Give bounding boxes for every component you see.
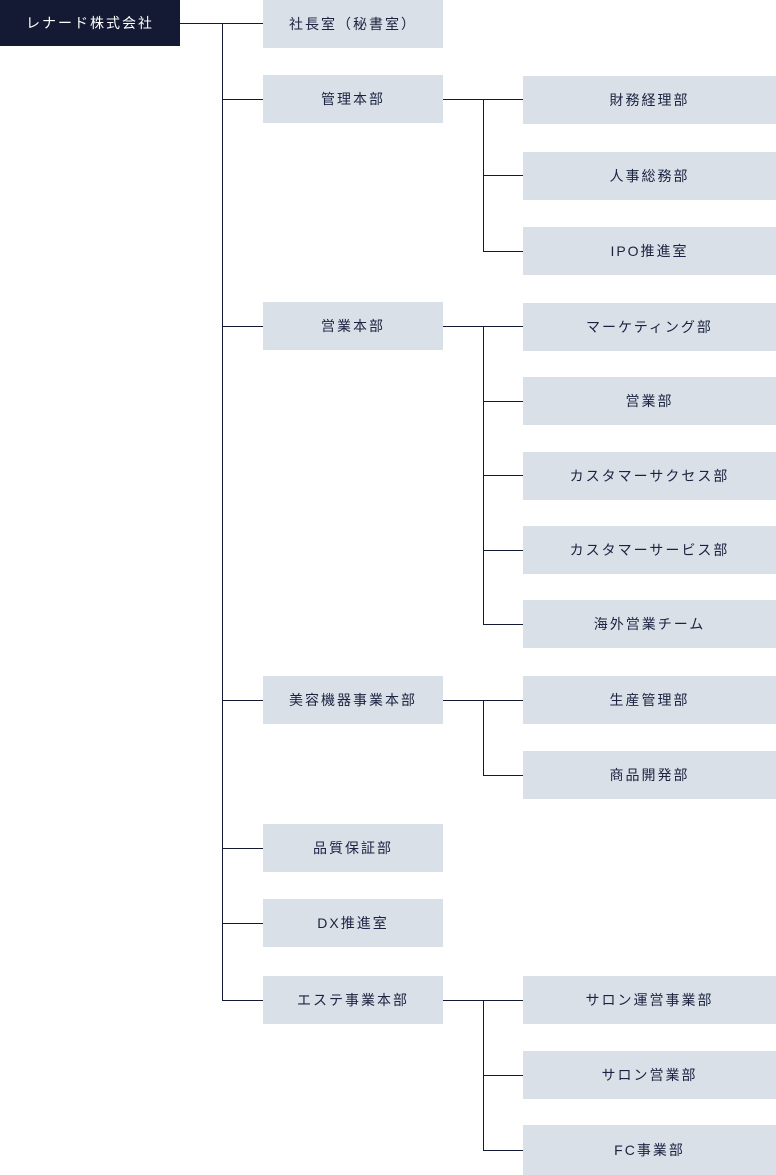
connector-in-c3 [483, 251, 523, 252]
connector-in-c6 [483, 475, 523, 476]
connector-branch-n4 [483, 700, 484, 775]
node-root-company[interactable]: レナード株式会社 [0, 0, 180, 46]
connector-in-c4 [483, 326, 523, 327]
connector-stub-n3 [222, 326, 263, 327]
node-admin-hq[interactable]: 管理本部 [263, 75, 443, 123]
connector-stub-n6 [222, 923, 263, 924]
connector-in-c7 [483, 550, 523, 551]
node-esthe-hq[interactable]: エステ事業本部 [263, 976, 443, 1024]
node-production-management[interactable]: 生産管理部 [523, 676, 776, 724]
node-quality-assurance[interactable]: 品質保証部 [263, 824, 443, 872]
connector-stub-n7 [222, 1000, 263, 1001]
connector-in-c12 [483, 1075, 523, 1076]
node-sales-hq[interactable]: 営業本部 [263, 302, 443, 350]
connector-root-horizontal [180, 23, 263, 24]
node-customer-success[interactable]: カスタマーサクセス部 [523, 452, 776, 500]
node-dx-promotion[interactable]: DX推進室 [263, 899, 443, 947]
connector-in-c11 [483, 1000, 523, 1001]
node-customer-service[interactable]: カスタマーサービス部 [523, 526, 776, 574]
node-fc-business[interactable]: FC事業部 [523, 1125, 776, 1175]
connector-trunk-vertical [222, 23, 223, 1000]
connector-in-c8 [483, 624, 523, 625]
connector-out-n7 [443, 1000, 483, 1001]
connector-in-c10 [483, 775, 523, 776]
connector-out-n4 [443, 700, 483, 701]
node-overseas-sales-team[interactable]: 海外営業チーム [523, 600, 776, 648]
connector-in-c2 [483, 175, 523, 176]
connector-in-c5 [483, 401, 523, 402]
connector-stub-n4 [222, 700, 263, 701]
connector-out-n3 [443, 326, 483, 327]
node-beauty-device-hq[interactable]: 美容機器事業本部 [263, 676, 443, 724]
connector-in-c13 [483, 1150, 523, 1151]
node-president-office[interactable]: 社長室（秘書室） [263, 0, 443, 48]
node-marketing[interactable]: マーケティング部 [523, 303, 776, 351]
connector-out-n2 [443, 99, 483, 100]
node-sales-dept[interactable]: 営業部 [523, 377, 776, 425]
connector-stub-n2 [222, 99, 263, 100]
node-finance-accounting[interactable]: 財務経理部 [523, 76, 776, 124]
connector-stub-n5 [222, 848, 263, 849]
connector-in-c1 [483, 99, 523, 100]
node-product-development[interactable]: 商品開発部 [523, 751, 776, 799]
node-hr-general-affairs[interactable]: 人事総務部 [523, 152, 776, 200]
node-ipo-promotion[interactable]: IPO推進室 [523, 227, 776, 275]
connector-in-c9 [483, 700, 523, 701]
node-salon-operation[interactable]: サロン運営事業部 [523, 976, 776, 1024]
node-salon-sales[interactable]: サロン営業部 [523, 1051, 776, 1099]
